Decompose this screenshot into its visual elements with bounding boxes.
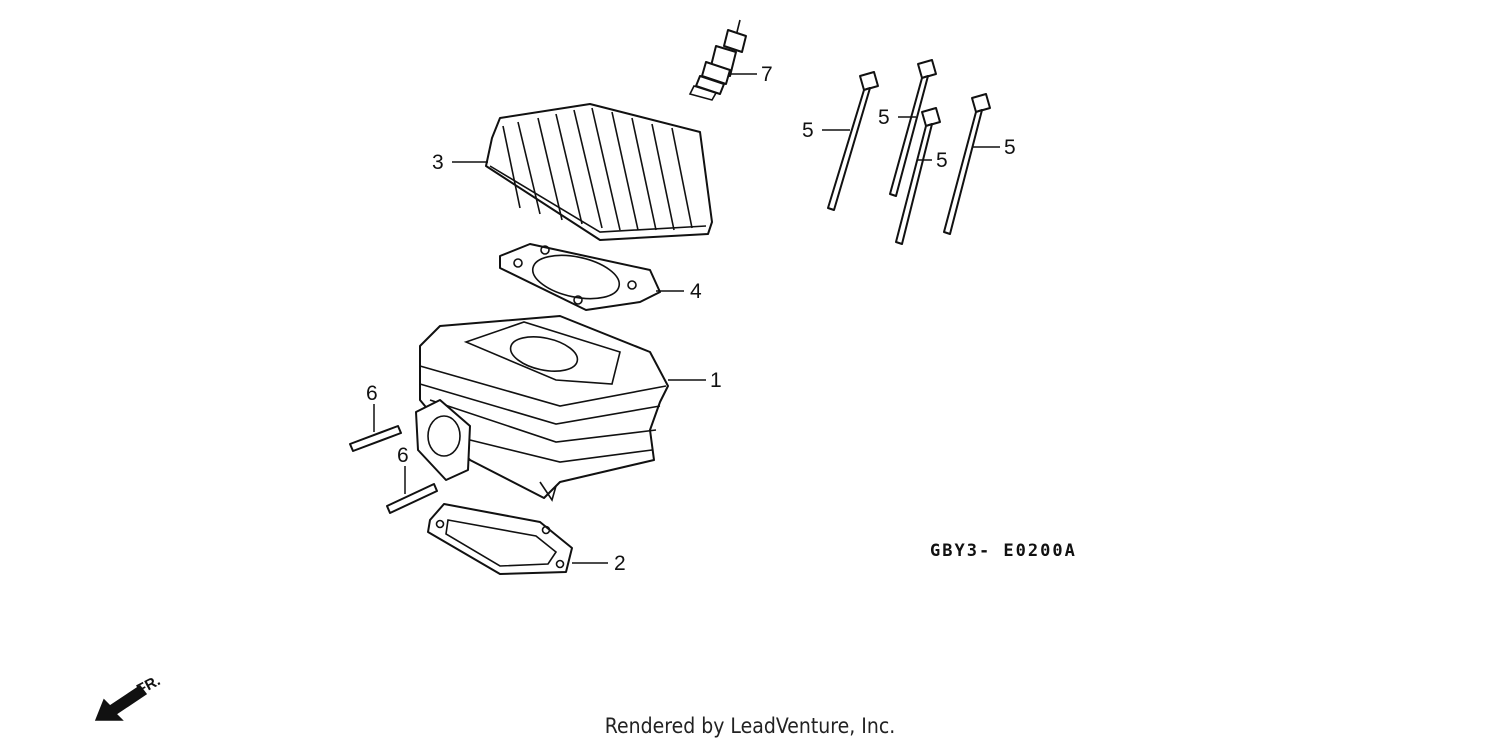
callout-stud-upper: 6 <box>366 382 378 405</box>
cylinder-head[interactable] <box>485 103 713 241</box>
stud-lower[interactable] <box>386 483 438 514</box>
bolt-a[interactable] <box>827 71 879 211</box>
bolt-d[interactable] <box>943 93 991 235</box>
cylinder[interactable] <box>415 315 669 502</box>
front-arrow-icon <box>94 684 148 721</box>
head-gasket[interactable] <box>499 243 661 311</box>
spark-plug[interactable] <box>688 19 747 101</box>
callout-bolt-c: 5 <box>936 149 948 172</box>
callout-bolt-a: 5 <box>802 119 814 142</box>
footer-credit: Rendered by LeadVenture, Inc. <box>604 714 896 738</box>
callout-stud-lower: 6 <box>397 444 409 467</box>
callout-spark-plug: 7 <box>761 63 773 86</box>
callout-cylinder-head: 3 <box>432 151 444 174</box>
bolt-b[interactable] <box>889 59 937 197</box>
bolt-c[interactable] <box>895 107 941 245</box>
callout-head-gasket: 4 <box>690 280 702 303</box>
stud-upper[interactable] <box>349 425 402 452</box>
callout-cylinder: 1 <box>710 369 722 392</box>
callout-bolt-d: 5 <box>1004 136 1016 159</box>
base-gasket[interactable] <box>427 503 573 575</box>
callout-base-gasket: 2 <box>614 552 626 575</box>
callout-bolt-b: 5 <box>878 106 890 129</box>
diagram-code: GBY3- E0200A <box>930 541 1077 561</box>
